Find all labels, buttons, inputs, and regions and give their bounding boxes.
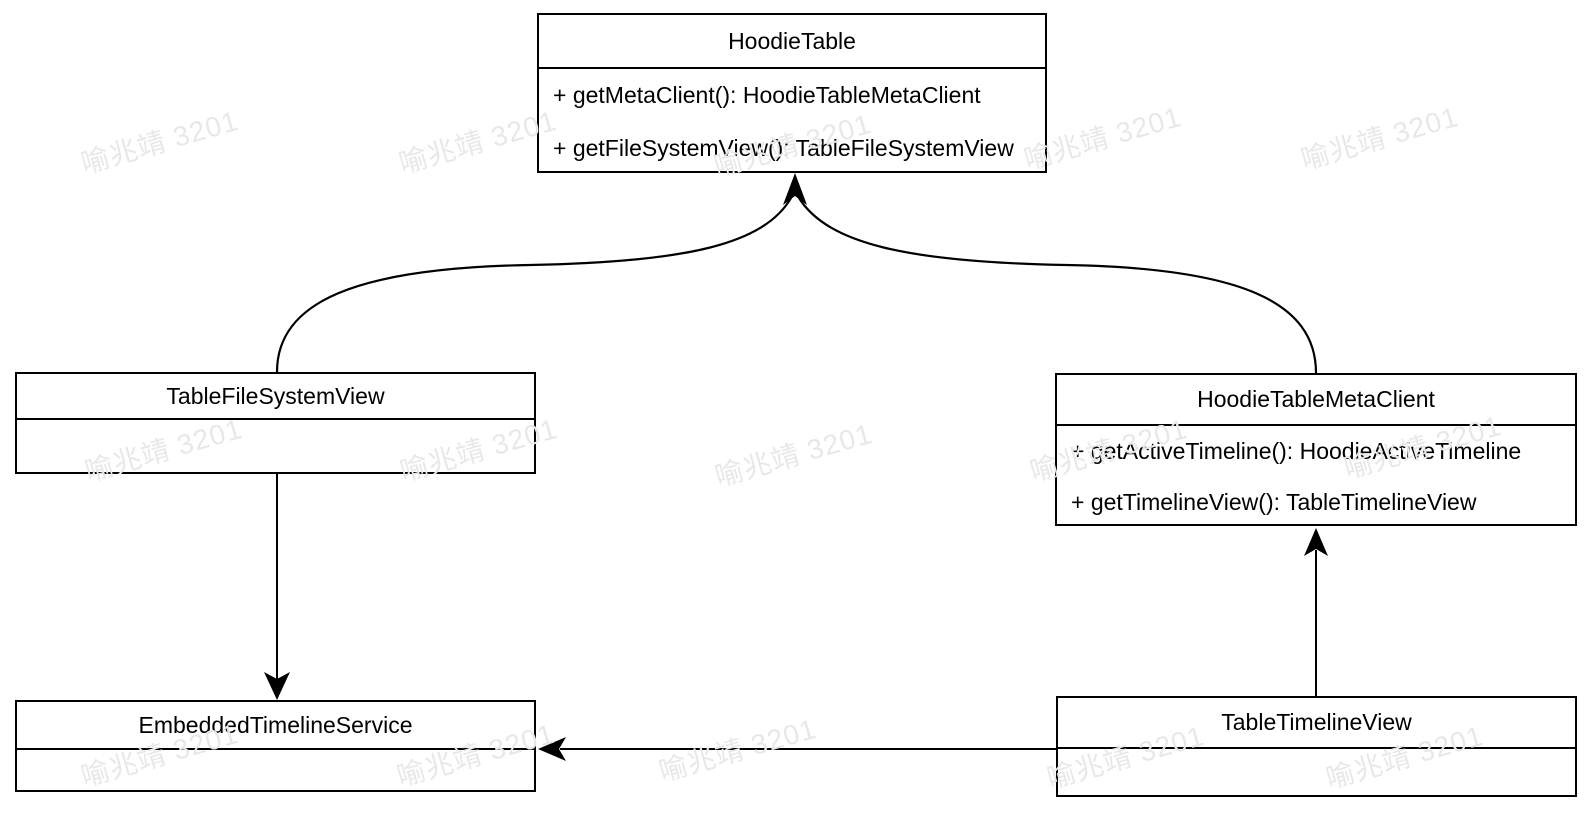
class-title: HoodieTableMetaClient xyxy=(1057,375,1575,426)
arrow-tablefilesystemview-to-hoodietable xyxy=(275,197,792,373)
class-method: + getTimelineView(): TableTimelineView xyxy=(1071,489,1477,515)
watermark: 喻兆靖 3201 xyxy=(1297,100,1462,176)
watermark: 喻兆靖 3201 xyxy=(655,712,820,788)
class-title: EmbeddedTimelineService xyxy=(17,702,534,750)
class-box-tablefilesystemview: TableFileSystemView xyxy=(15,372,536,474)
class-title: TableTimelineView xyxy=(1058,698,1575,749)
class-title: HoodieTable xyxy=(539,15,1045,69)
class-box-hoodietablemetaclient: HoodieTableMetaClient + getActiveTimelin… xyxy=(1055,373,1577,526)
arrow-hoodietablemetaclient-to-hoodietable xyxy=(798,197,1318,374)
class-method: + getMetaClient(): HoodieTableMetaClient xyxy=(553,82,981,108)
class-box-hoodietable: HoodieTable + getMetaClient(): HoodieTab… xyxy=(537,13,1047,173)
watermark: 喻兆靖 3201 xyxy=(711,417,876,493)
arrowhead-down-embeddedtimelineservice xyxy=(264,672,290,700)
class-title: TableFileSystemView xyxy=(17,374,534,420)
watermark: 喻兆靖 3201 xyxy=(395,104,560,180)
class-box-tabletimelineview: TableTimelineView xyxy=(1056,696,1577,797)
class-body: + getActiveTimeline(): HoodieActiveTimel… xyxy=(1057,426,1575,528)
class-box-embeddedtimelineservice: EmbeddedTimelineService xyxy=(15,700,536,792)
class-method: + getActiveTimeline(): HoodieActiveTimel… xyxy=(1071,438,1522,464)
arrowhead-up-hoodietablemetaclient xyxy=(1304,528,1328,556)
watermark: 喻兆靖 3201 xyxy=(77,104,242,180)
class-body: + getMetaClient(): HoodieTableMetaClient… xyxy=(539,69,1045,175)
arrowhead-up-hoodietable xyxy=(783,173,807,205)
class-method: + getFileSystemView(): TableFileSystemVi… xyxy=(553,135,1014,161)
arrowhead-left-embeddedtimelineservice xyxy=(538,737,566,761)
